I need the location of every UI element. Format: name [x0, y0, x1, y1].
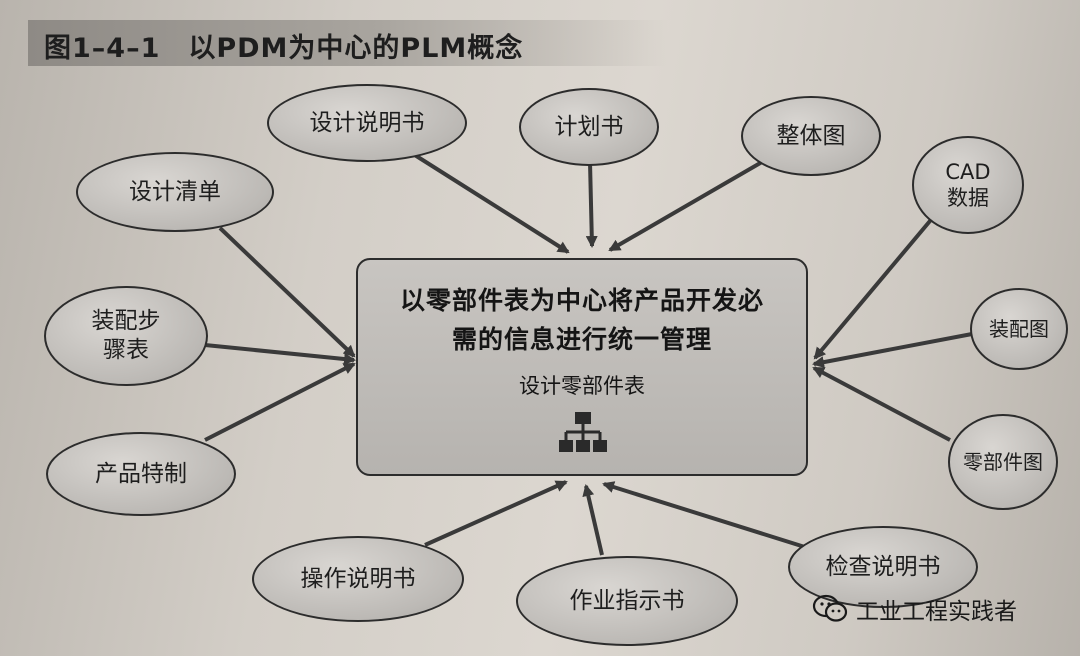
- node-work-instruction-label: 作业指示书: [569, 587, 685, 614]
- node-operation-manual-label: 操作说明书: [300, 565, 416, 592]
- node-design-list: 设计清单: [76, 152, 274, 232]
- arrow-assembly-steps: [204, 343, 356, 365]
- arrow-overall-drawing: [608, 160, 764, 252]
- center-subtitle: 设计零部件表: [519, 374, 645, 398]
- node-parts-drawing: 零部件图: [948, 414, 1058, 510]
- node-assembly-steps: 装配步 骤表: [44, 286, 208, 386]
- figure-title-bar: [28, 20, 668, 66]
- node-work-instruction: 作业指示书: [516, 556, 738, 646]
- node-inspection-spec-label: 检查说明书: [825, 553, 941, 580]
- node-design-spec: 设计说明书: [267, 84, 467, 162]
- node-product-custom-label: 产品特制: [95, 460, 187, 487]
- watermark-text: 工业工程实践者: [856, 599, 1017, 625]
- node-cad-label-1: CAD: [945, 159, 991, 184]
- arrow-work-instruction: [582, 484, 604, 556]
- node-parts-drawing-label: 零部件图: [963, 449, 1043, 474]
- arrow-cad: [813, 213, 937, 360]
- node-overall-drawing-label: 整体图: [776, 122, 846, 149]
- node-assembly-drawing-label: 装配图: [989, 316, 1049, 341]
- node-assembly-drawing: 装配图: [970, 288, 1068, 370]
- node-plan: 计划书: [519, 88, 659, 166]
- node-inspection-spec: 检查说明书: [788, 526, 978, 608]
- center-main-line-1: 以零部件表为中心将产品开发必: [399, 286, 764, 315]
- node-assembly-steps-label-1: 装配步: [91, 308, 161, 335]
- node-cad-data: CAD 数据: [912, 136, 1024, 234]
- arrow-parts-drawing: [812, 366, 951, 442]
- watermark: 工业工程实践者: [812, 592, 1017, 626]
- center-main-line-2: 需的信息进行统一管理: [451, 324, 712, 354]
- node-overall-drawing: 整体图: [741, 96, 881, 176]
- wechat-icon: [812, 594, 848, 622]
- arrow-plan: [585, 161, 598, 248]
- node-design-spec-label: 设计说明书: [309, 109, 425, 136]
- arrow-inspection-spec: [602, 481, 809, 550]
- figure-title: 图1–4–1 以PDM为中心的PLM概念: [44, 33, 524, 64]
- arrow-assembly-drawing: [812, 332, 973, 369]
- node-cad-label-2: 数据: [947, 186, 989, 210]
- hierarchy-icon: [559, 412, 607, 452]
- center-main-text: 以零部件表为中心将产品开发必 需的信息进行统一管理: [378, 282, 786, 360]
- arrow-design-spec: [408, 150, 570, 254]
- arrow-design-list: [218, 226, 356, 358]
- node-assembly-steps-label-2: 骤表: [103, 337, 149, 363]
- node-operation-manual: 操作说明书: [252, 536, 464, 622]
- node-design-list-label: 设计清单: [129, 178, 221, 205]
- arrow-product-custom: [204, 362, 356, 442]
- center-box: 以零部件表为中心将产品开发必 需的信息进行统一管理 设计零部件表: [356, 258, 808, 476]
- arrow-operation-manual: [424, 480, 568, 547]
- node-product-custom: 产品特制: [46, 432, 236, 516]
- node-plan-label: 计划书: [554, 113, 624, 140]
